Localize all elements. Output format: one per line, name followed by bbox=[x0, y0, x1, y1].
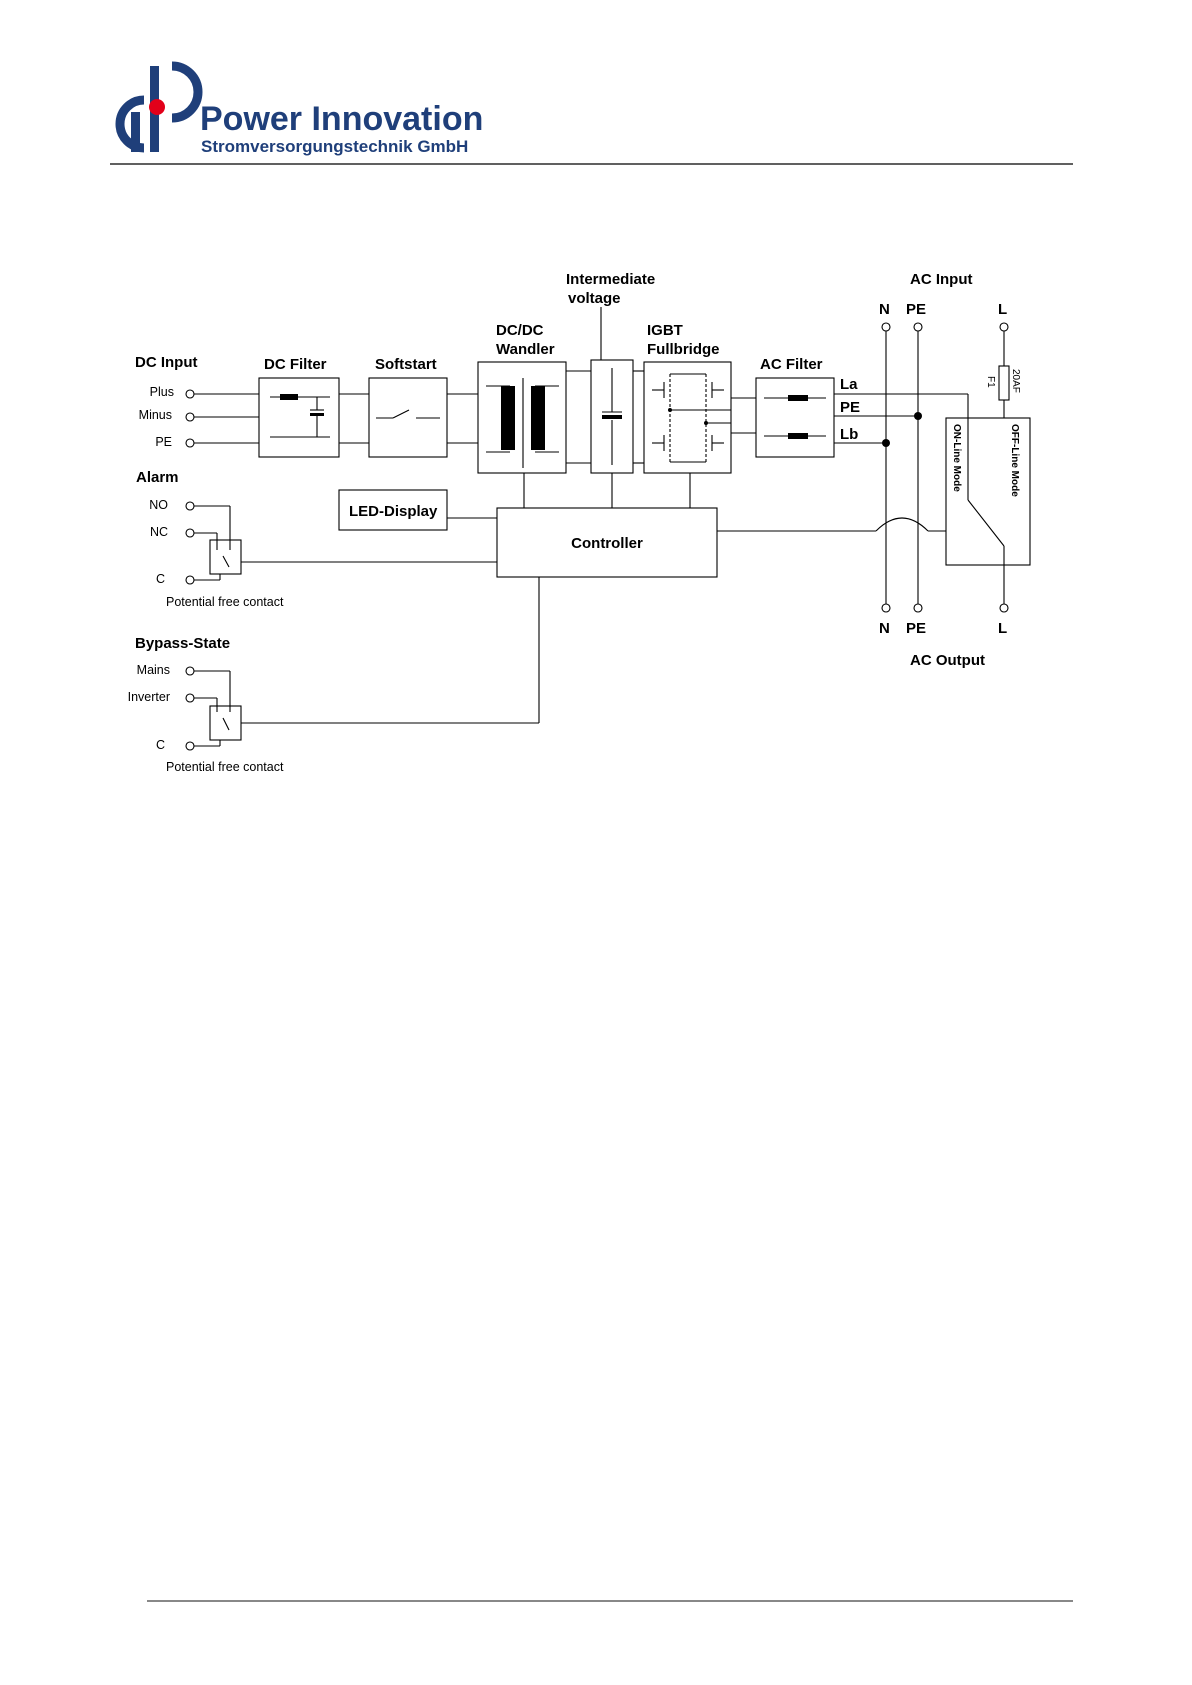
ac-input-pe-terminal bbox=[913, 322, 923, 332]
pe-junction bbox=[914, 412, 922, 420]
bypass-inverter-terminal bbox=[185, 693, 195, 703]
igbt-block bbox=[643, 361, 732, 474]
bypass-title: Bypass-State bbox=[135, 635, 230, 652]
alarm-c-terminal bbox=[185, 575, 195, 585]
alarm-title: Alarm bbox=[136, 469, 179, 486]
bypass-note: Potential free contact bbox=[166, 760, 284, 774]
alarm-c-label: C bbox=[156, 572, 165, 586]
igbt-title-line1: IGBT bbox=[647, 322, 683, 339]
alarm-relay bbox=[209, 539, 242, 575]
dc-pe-label: PE bbox=[155, 435, 172, 449]
fuse-rating: 20AF bbox=[1010, 369, 1021, 393]
ac-output-title: AC Output bbox=[910, 652, 985, 669]
alarm-no-label: NO bbox=[149, 498, 168, 512]
ac-input-pe-label: PE bbox=[906, 301, 926, 318]
output-lb-label: Lb bbox=[840, 426, 858, 443]
ac-input-title: AC Input bbox=[910, 271, 972, 288]
ac-output-n-terminal bbox=[881, 603, 891, 613]
company-subtitle: Stromversorgungstechnik GmbH bbox=[201, 137, 468, 156]
alarm-nc-label: NC bbox=[150, 525, 168, 539]
company-name: Power Innovation bbox=[200, 100, 483, 138]
ac-output-l-label: L bbox=[998, 620, 1007, 637]
ac-input-n-terminal bbox=[881, 322, 891, 332]
alarm-nc-terminal bbox=[185, 528, 195, 538]
ac-input-n-label: N bbox=[879, 301, 890, 318]
output-la-label: La bbox=[840, 376, 858, 393]
alarm-note: Potential free contact bbox=[166, 595, 284, 609]
dc-minus-label: Minus bbox=[139, 408, 172, 422]
dcdc-title-line2: Wandler bbox=[496, 341, 555, 358]
intermediate-title-line2: voltage bbox=[568, 290, 621, 307]
dc-pe-terminal bbox=[185, 438, 195, 448]
transformer-core-right bbox=[531, 386, 545, 450]
bypass-inverter-label: Inverter bbox=[128, 690, 170, 704]
alarm-no-terminal bbox=[185, 501, 195, 511]
ac-filter-block bbox=[755, 377, 835, 458]
n-junction bbox=[882, 439, 890, 447]
controller-block bbox=[496, 507, 718, 578]
ac-output-pe-label: PE bbox=[906, 620, 926, 637]
dc-filter-block bbox=[258, 377, 340, 458]
ac-filter-title: AC Filter bbox=[760, 356, 823, 373]
output-pe-label: PE bbox=[840, 399, 860, 416]
ac-output-l-terminal bbox=[999, 603, 1009, 613]
company-logo bbox=[115, 61, 203, 153]
igbt-title-line2: Fullbridge bbox=[647, 341, 720, 358]
controller-label: Controller bbox=[571, 535, 643, 552]
block-diagram: DC Input Plus Minus PE DC Filter Softsta… bbox=[128, 271, 1031, 774]
led-display-block bbox=[338, 489, 448, 531]
ac-output-pe-terminal bbox=[913, 603, 923, 613]
bypass-relay bbox=[209, 705, 242, 741]
dc-input-title: DC Input bbox=[135, 354, 197, 371]
bypass-mains-terminal bbox=[185, 666, 195, 676]
offline-mode-label: OFF-Line Mode bbox=[1009, 424, 1020, 497]
mode-switch-block bbox=[945, 417, 1031, 566]
bypass-c-label: C bbox=[156, 738, 165, 752]
ac-output-n-label: N bbox=[879, 620, 890, 637]
fuse-ref: F1 bbox=[985, 376, 996, 388]
bypass-c-terminal bbox=[185, 741, 195, 751]
dc-filter-title: DC Filter bbox=[264, 356, 327, 373]
dcdc-title-line1: DC/DC bbox=[496, 322, 544, 339]
softstart-title: Softstart bbox=[375, 356, 437, 373]
dcdc-block bbox=[477, 361, 567, 474]
dc-plus-terminal bbox=[185, 389, 195, 399]
intermediate-title-line1: Intermediate bbox=[566, 271, 655, 288]
online-mode-label: ON-Line Mode bbox=[951, 424, 962, 492]
bypass-mains-label: Mains bbox=[137, 663, 170, 677]
dc-minus-terminal bbox=[185, 412, 195, 422]
softstart-block bbox=[368, 377, 448, 458]
dc-plus-label: Plus bbox=[150, 385, 174, 399]
fuse-f1 bbox=[998, 365, 1010, 401]
ac-input-l-terminal bbox=[999, 322, 1009, 332]
transformer-core-left bbox=[501, 386, 515, 450]
ac-input-l-label: L bbox=[998, 301, 1007, 318]
led-display-label: LED-Display bbox=[349, 503, 438, 520]
